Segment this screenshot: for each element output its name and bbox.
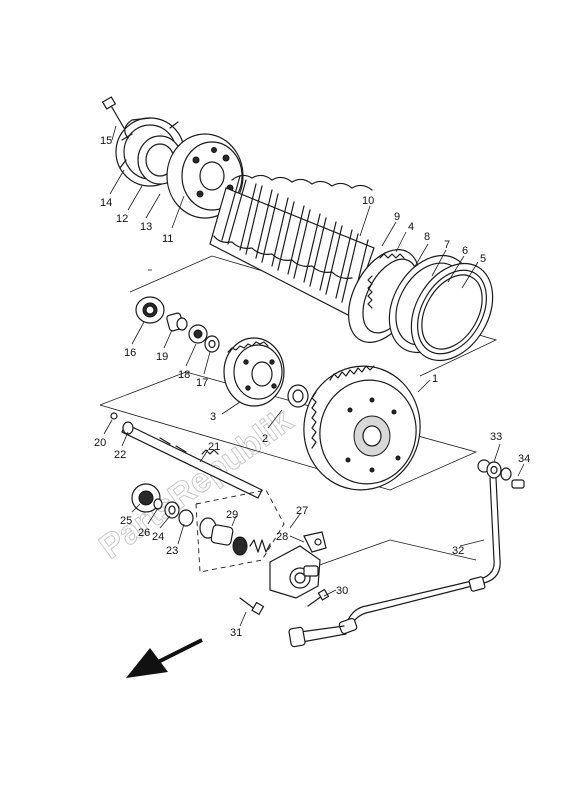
label-22: 22 bbox=[114, 449, 126, 461]
label-29: 29 bbox=[226, 509, 238, 521]
label-34: 34 bbox=[518, 453, 530, 465]
label-17: 17 bbox=[196, 377, 208, 389]
label-28: 28 bbox=[276, 531, 288, 543]
label-1: 1 bbox=[432, 373, 438, 385]
part-27-28-slave-cylinder bbox=[269, 531, 327, 599]
label-27: 27 bbox=[296, 505, 308, 517]
part-2-washer bbox=[287, 384, 309, 408]
part-20-ball bbox=[110, 412, 118, 420]
label-23: 23 bbox=[166, 545, 178, 557]
label-8: 8 bbox=[424, 231, 430, 243]
label-6: 6 bbox=[462, 245, 468, 257]
label-16: 16 bbox=[124, 347, 136, 359]
label-26: 26 bbox=[138, 527, 150, 539]
label-10: 10 bbox=[362, 195, 374, 207]
label-20: 20 bbox=[94, 437, 106, 449]
label-19: 19 bbox=[156, 351, 168, 363]
part-29-piston-seals bbox=[199, 517, 271, 556]
part-number-labels: 1 2 3 4 5 6 7 8 9 10 11 12 13 14 15 16 1… bbox=[94, 135, 530, 639]
label-33: 33 bbox=[490, 431, 502, 443]
slave-cylinder-dashed-frame bbox=[195, 489, 285, 573]
label-2: 2 bbox=[262, 433, 268, 445]
parts-5-8-rings bbox=[348, 249, 494, 362]
direction-arrow-icon bbox=[126, 638, 203, 678]
part-32-clutch-hose bbox=[288, 477, 501, 648]
parts-23-24-26-washers bbox=[153, 498, 194, 527]
label-18: 18 bbox=[178, 369, 190, 381]
part-1-clutch-housing bbox=[303, 365, 421, 491]
label-14: 14 bbox=[100, 197, 112, 209]
label-leader-lines bbox=[103, 125, 525, 627]
part-31-bolt bbox=[239, 597, 265, 616]
label-21: 21 bbox=[208, 441, 220, 453]
label-7: 7 bbox=[444, 239, 450, 251]
part-33-34-union-bolt bbox=[477, 459, 525, 489]
part-30-bolt bbox=[307, 588, 330, 607]
part-16-bearing bbox=[135, 296, 165, 324]
label-11: 11 bbox=[162, 233, 173, 245]
part-3-drive-gear bbox=[223, 337, 285, 407]
label-15: 15 bbox=[100, 135, 112, 147]
label-31: 31 bbox=[230, 627, 242, 639]
label-24: 24 bbox=[152, 531, 164, 543]
label-25: 25 bbox=[120, 515, 132, 527]
label-5: 5 bbox=[480, 253, 486, 265]
label-32: 32 bbox=[452, 545, 464, 557]
part-19-spacer bbox=[166, 312, 188, 332]
label-4: 4 bbox=[408, 221, 414, 233]
label-3: 3 bbox=[210, 411, 216, 423]
label-13: 13 bbox=[140, 221, 152, 233]
label-9: 9 bbox=[394, 211, 400, 223]
clutch-plate-stack bbox=[209, 174, 375, 317]
label-30: 30 bbox=[336, 585, 348, 597]
label-12: 12 bbox=[116, 213, 128, 225]
parts-17-18-bearing bbox=[188, 324, 220, 353]
part-21-22-push-rod bbox=[121, 421, 263, 499]
part-15-bolt bbox=[101, 96, 125, 129]
